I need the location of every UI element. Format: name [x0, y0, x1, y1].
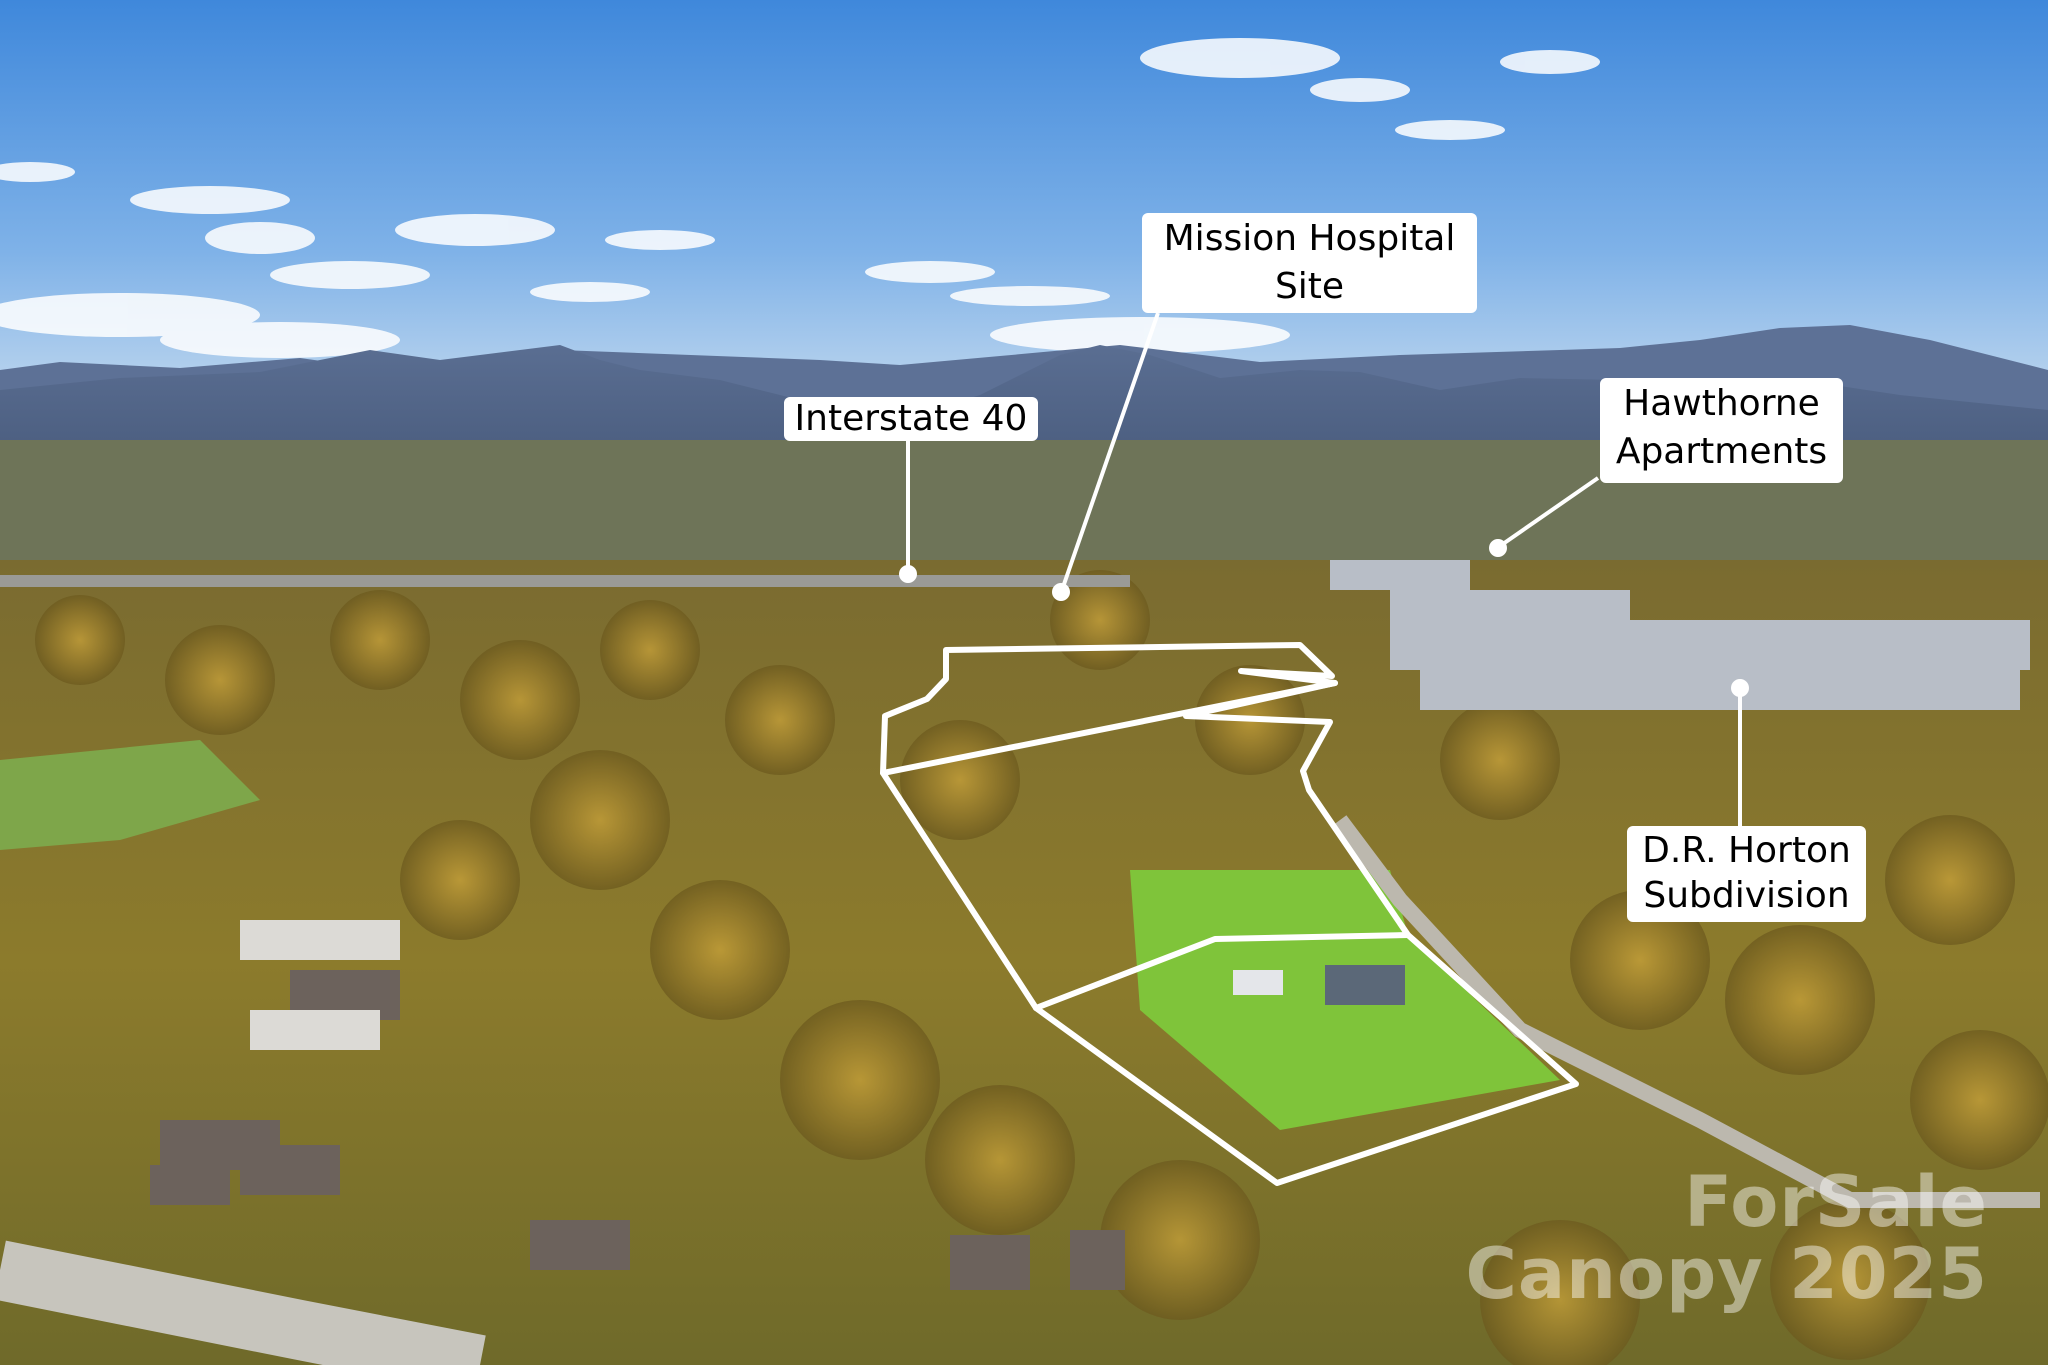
label-mission-hospital-line2: Site	[1274, 266, 1345, 307]
label-dr-horton-line1: D.R. Horton	[1642, 830, 1851, 871]
watermark-line2: Canopy 2025	[1465, 1233, 1988, 1315]
tree-canopy	[35, 570, 2048, 1365]
label-dr-horton-line2: Subdivision	[1643, 875, 1850, 916]
interstate-road	[0, 575, 1130, 587]
parcel-outline	[880, 642, 1579, 1186]
subdivision-houses	[1330, 560, 2030, 710]
label-mission-hospital-line1: Mission Hospital	[1163, 218, 1456, 259]
label-dr-horton-subdivision: D.R. Horton Subdivision	[1627, 826, 1866, 922]
label-interstate-40-text: Interstate 40	[794, 398, 1028, 439]
left-pasture	[0, 740, 260, 850]
canopy-watermark: ForSale Canopy 2025	[1466, 1166, 1988, 1310]
local-road	[1333, 815, 2040, 1208]
label-hawthorne-line2: Apartments	[1615, 431, 1828, 472]
watermark-line1: ForSale	[1684, 1161, 1988, 1243]
clouds	[0, 38, 1600, 358]
label-hawthorne-apartments: Hawthorne Apartments	[1600, 378, 1843, 483]
leader-lines	[899, 312, 1749, 826]
bottom-houses	[150, 920, 1125, 1290]
bottom-road	[0, 1240, 486, 1365]
label-hawthorne-line1: Hawthorne	[1623, 383, 1820, 424]
parcel-house	[1325, 965, 1405, 1005]
parcel-garage	[1233, 970, 1283, 995]
label-mission-hospital: Mission Hospital Site	[1142, 213, 1477, 313]
label-interstate-40: Interstate 40	[784, 397, 1038, 441]
